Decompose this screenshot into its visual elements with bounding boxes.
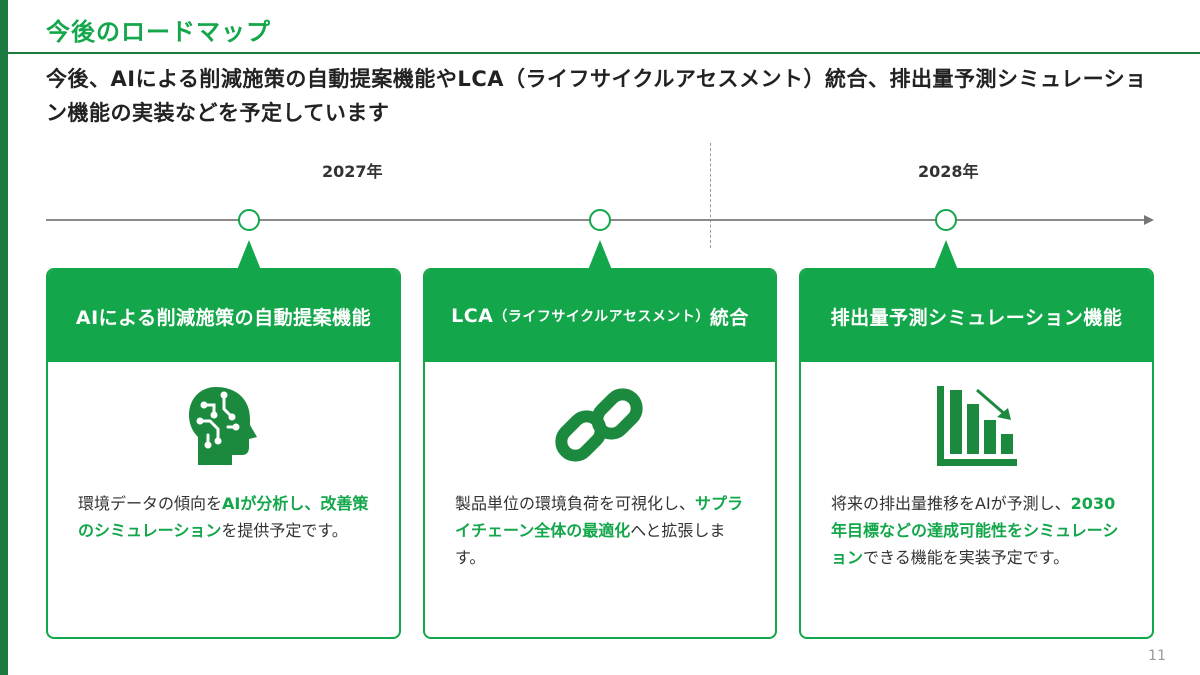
card-pointer-3: [934, 240, 958, 270]
roadmap-card-emission-forecast: 排出量予測シミュレーション機能 将来の排出量推移をAIが予測し、2030年目標な…: [799, 268, 1154, 639]
card-highlight: サプライチェーン全体の最適化: [455, 494, 744, 540]
card-pointer-2: [588, 240, 612, 270]
ai-brain-icon: [48, 362, 399, 490]
year-label-2028: 2028年: [918, 162, 979, 181]
timeline-node-1: [238, 209, 260, 231]
roadmap-card-lca: LCA（ライフサイクルアセスメント）統合 製品単位の環境負荷を可視化し、サプライ…: [423, 268, 777, 639]
card-highlight: 2030年目標などの達成可能性をシミュレーション: [831, 494, 1119, 567]
year-divider: [710, 143, 711, 248]
card-description: 環境データの傾向をAIが分析し、改善策のシミュレーションを提供予定です。: [78, 494, 369, 540]
card-title: LCA（ライフサイクルアセスメント）統合: [425, 270, 775, 362]
card-description: 製品単位の環境負荷を可視化し、サプライチェーン全体の最適化へと拡張します。: [455, 494, 744, 567]
timeline-arrow-icon: [1144, 215, 1154, 225]
card-highlight: AIが分析し、改善策のシミュレーション: [78, 494, 369, 540]
left-accent-bar: [0, 0, 8, 675]
card-pointer-1: [237, 240, 261, 270]
card-description: 将来の排出量推移をAIが予測し、2030年目標などの達成可能性をシミュレーション…: [831, 494, 1119, 567]
declining-bar-chart-icon: [801, 362, 1152, 490]
page-number: 11: [1148, 648, 1166, 664]
card-title: 排出量予測シミュレーション機能: [801, 270, 1152, 362]
page-title: 今後のロードマップ: [46, 18, 271, 46]
chain-link-icon: [425, 362, 775, 490]
roadmap-card-ai-proposal: AIによる削減施策の自動提案機能 環境データの傾向: [46, 268, 401, 639]
year-label-2027: 2027年: [322, 162, 383, 181]
title-divider: [8, 52, 1200, 54]
timeline-node-3: [935, 209, 957, 231]
card-title: AIによる削減施策の自動提案機能: [48, 270, 399, 362]
page-subtitle: 今後、AIによる削減施策の自動提案機能やLCA（ライフサイクルアセスメント）統合…: [46, 67, 1147, 125]
timeline-node-2: [589, 209, 611, 231]
